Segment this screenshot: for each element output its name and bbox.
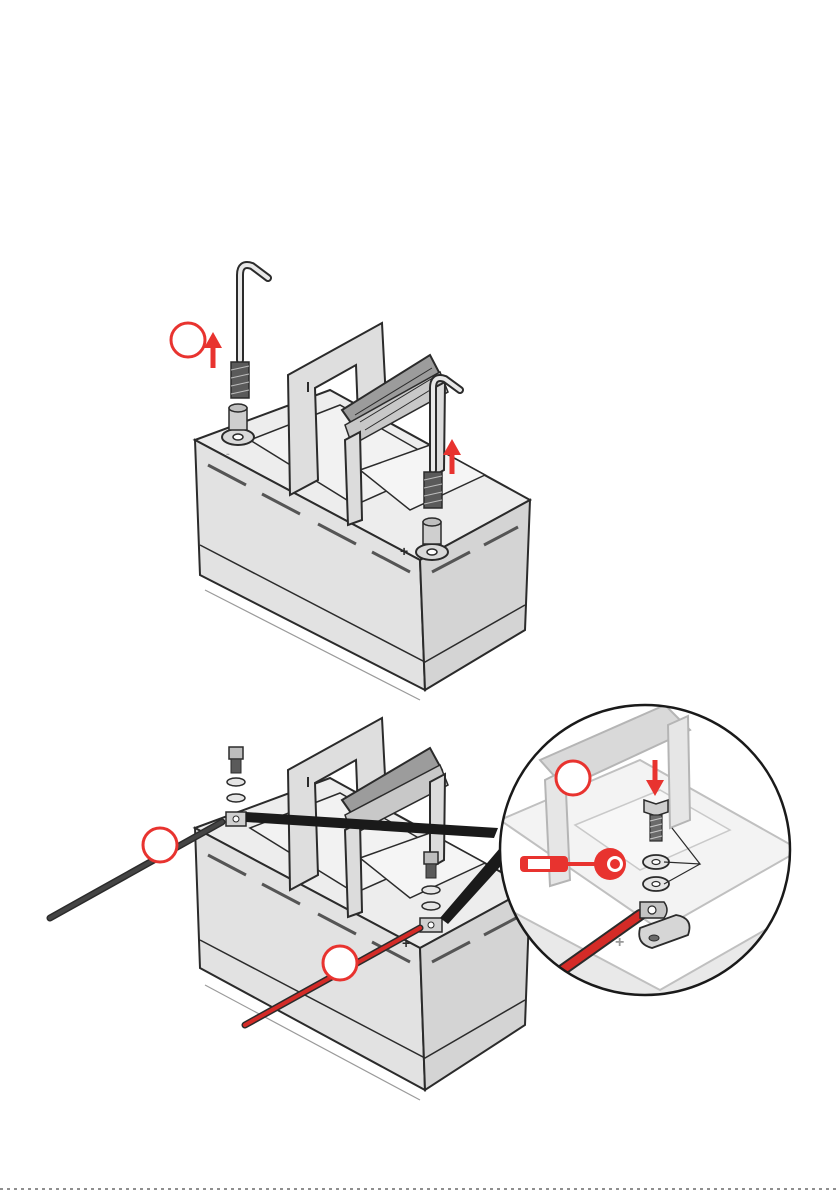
terminal-tool-left (231, 265, 268, 398)
terminal-plus-label-zoom: + (615, 934, 624, 951)
step-marker-4-icon (556, 761, 590, 795)
cable-lug-icon (640, 902, 667, 918)
terminal-plus-label-top: + (400, 543, 408, 559)
step-marker-1-icon (171, 323, 205, 357)
top-illustration: − + (171, 265, 530, 700)
negative-terminal-bottom (226, 747, 246, 826)
zoom-detail: + (500, 705, 800, 1000)
svg-text:−: − (226, 452, 230, 458)
step-marker-2-icon (143, 828, 177, 862)
step-marker-3-icon (323, 946, 357, 980)
bottom-illustration: + (50, 705, 800, 1100)
arrow-up-icon (204, 332, 222, 368)
